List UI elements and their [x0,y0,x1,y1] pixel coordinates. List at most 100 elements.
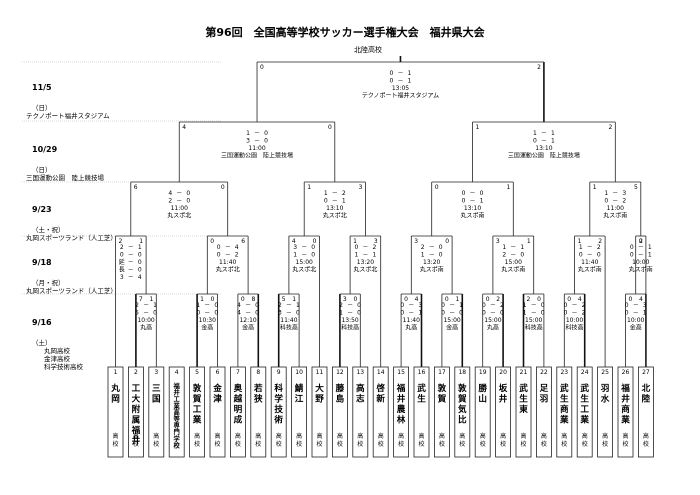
team-box [229,366,246,458]
score-left: 1 [476,124,480,131]
half-score: 0 [357,310,361,317]
score-dash: － [612,198,618,205]
team-box [270,366,287,458]
half-score: 0 [564,310,568,317]
match-time: 13:05 [392,85,409,92]
team-number: 23 [560,369,568,376]
half-score: 0 [390,78,394,85]
team-name: 金津 [212,382,222,405]
half-score: 長 [119,267,125,274]
score-left: 0 [629,296,633,303]
half-score: 1 [372,252,376,259]
score-dash: － [286,310,292,317]
team-name: 羽水 [601,383,610,405]
round-day: （月・祝） [32,278,65,287]
team-box [454,366,471,458]
team-number: 8 [256,369,260,376]
match-venue: 科技高 [565,324,583,332]
score-left: 0 [445,296,449,303]
score-dash: － [301,244,307,251]
team-box [617,366,634,458]
score-left: 3 [414,238,418,245]
team-number: 1 [114,369,118,376]
match-venue: 丸スポ北 [323,212,347,220]
half-score: 0 [264,138,268,145]
round-day: （日） [32,166,52,174]
half-score: 0 [564,302,568,309]
score-dash: － [128,267,134,274]
score-dash: － [128,274,134,281]
score-dash: － [286,302,292,309]
score-right: 1 [149,296,153,303]
score-dash: － [633,310,639,317]
half-score: 0 [625,302,629,309]
team-suffix: 高校 [418,432,424,448]
team-box [291,366,308,458]
score-right: 2 [537,64,541,71]
score-left: 2 [119,238,123,245]
round-date: 9/18 [32,258,52,267]
half-score: 1 [342,198,346,205]
score-left: 4 [182,124,186,131]
half-score: 1 [502,244,506,251]
match-venue: 丸スポ南 [460,212,484,220]
half-score: 0 [579,252,583,259]
half-score: 2 [502,252,506,259]
match-venue: 科技高 [525,324,543,332]
score-dash: － [362,252,368,259]
team-name: 藤島 [336,382,345,405]
score-left: 7 [139,296,143,303]
match-venue: 金高 [201,324,213,332]
half-score: 0 [324,198,328,205]
match-time: 15:00 [296,259,313,266]
half-score: 0 [214,302,218,309]
half-score: 0 [138,259,142,266]
round-day: （土） [32,338,52,347]
half-score: 1 [153,302,157,309]
half-score: 2 [582,310,586,317]
match-venue: 科技高 [280,324,298,332]
team-box [393,366,410,458]
match-venue: 丸高 [487,324,499,332]
score-right: 2 [496,296,500,303]
team-box [107,366,124,458]
match-time: 11:00 [171,205,188,212]
score-dash: － [429,252,435,259]
round-venue: 科学技術高校 [44,362,84,371]
half-score: 2 [582,302,586,309]
team-number: 26 [622,369,630,376]
match-time: 15:00 [484,317,501,324]
score-dash: － [490,302,496,309]
half-score: 2 [168,198,172,205]
half-score: 0 [482,310,486,317]
score-dash: － [587,244,593,251]
half-score: 1 [648,244,652,251]
match-time: 15:00 [525,317,542,324]
round-venue: 丸岡スポーツランド（人工芝） [26,233,117,242]
team-box [189,366,206,458]
match-time: 13:10 [464,205,481,212]
team-name: 福井農林 [396,382,406,426]
score-dash: － [128,244,134,251]
team-number: 7 [236,369,240,376]
team-suffix: 高校 [439,432,445,448]
half-score: 0 [604,198,608,205]
score-dash: － [633,302,639,309]
score-right: 4 [415,296,419,303]
half-score: 2 [597,244,601,251]
match-time: 10:00 [632,259,649,266]
score-left: 4 [292,238,296,245]
half-score: 4 [168,190,172,197]
match-time: 15:00 [443,317,460,324]
half-score: 3 [622,190,626,197]
score-right: 0 [537,296,541,303]
score-right: 0 [221,184,225,191]
half-score: 1 [520,244,524,251]
team-suffix: 高校 [561,432,567,448]
round-day: （日） [32,104,52,112]
half-score: 3 [120,274,124,281]
round-date: 9/16 [32,318,52,327]
team-box [250,366,267,458]
team-suffix: 高校 [643,432,649,448]
